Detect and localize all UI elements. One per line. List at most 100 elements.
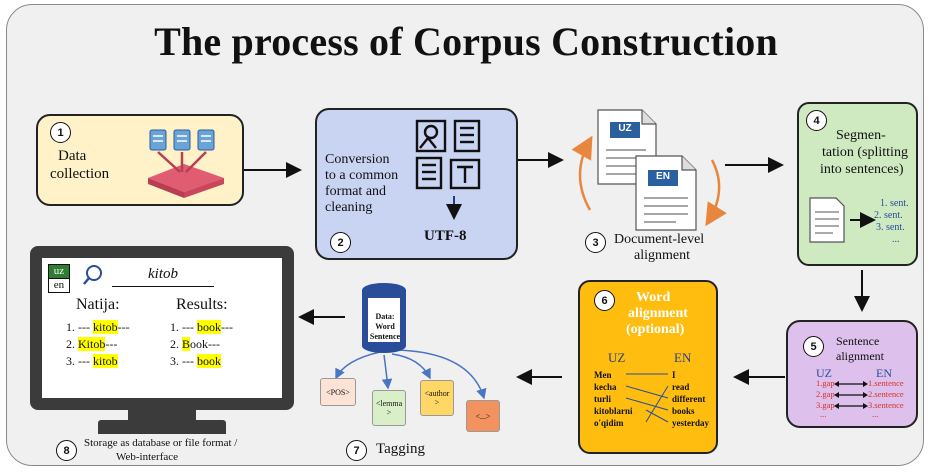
step6-uz: UZ [608,350,626,365]
step1-number: 1 [50,122,71,143]
tag-lemma-line2: > [386,408,392,417]
step8-label-line2: Web-interface [116,451,179,463]
step7-label: Tagging [376,441,425,457]
doc-uz-label: UZ [618,123,632,134]
en-word-5: yesterday [672,418,709,428]
results-col-left-header: Natija: [76,296,120,313]
row-prefix: 2. [66,337,78,351]
step6-en: EN [674,350,692,365]
row-suffix: --- [105,337,118,351]
row-prefix: 3. --- [170,354,197,368]
step6-label-line1: Word [636,290,671,305]
documents-icon [597,109,697,231]
uz-word-5: o'qidim [594,418,624,428]
tag-author-line2: > [434,398,440,407]
step2-label-line3: format and [325,184,387,199]
step4-number: 4 [806,110,827,131]
tag-lemma: <lemma > [372,390,406,426]
word-links [625,373,669,423]
database-icon [362,283,406,353]
row-prefix: 1. --- [66,320,93,334]
step2-label-line4: cleaning [325,200,373,215]
step1-label-line2: collection [50,166,110,182]
monitor-stand [128,410,196,422]
search-icon[interactable] [82,264,104,286]
tag-arrow-dots [395,349,487,400]
step3-label-line1: Document-level [614,232,705,247]
row-match: book [197,320,221,334]
sentence-gap-3: 3.gap [816,400,835,410]
step8-number: 8 [56,440,77,461]
step2-number: 2 [330,232,351,253]
result-right-row-2[interactable]: 2. Book--- [170,337,220,352]
tag-lemma-line1: <lemma [375,399,403,408]
step4-label-line3: into sentences) [820,162,904,177]
seg-sent-3: 3. sent. [876,222,905,233]
row-match: kitob [93,354,118,368]
sentence-en-3: 3.sentence [868,400,904,410]
step3-number: 3 [585,232,606,253]
row-prefix: 3. --- [66,354,93,368]
row-match: B [182,337,191,351]
sentence-en-more: ... [872,409,879,419]
db-line-1: Data: [375,312,395,321]
step5-uz: UZ [816,366,832,380]
seg-sent-1: 1. sent. [880,198,909,209]
step5-en: EN [876,366,892,380]
row-match: kitob [93,320,118,334]
step5-label-line1: Sentence [836,334,880,348]
results-col-right-header: Results: [176,296,228,313]
step6-label-line3: (optional) [626,322,685,337]
diagram-title: The process of Corpus Construction [154,19,778,64]
tag-author: <author > [420,380,454,416]
seg-sent-more: ... [892,234,900,245]
sentence-links [834,381,868,409]
sentence-gap-more: ... [820,409,827,419]
lang-uz-badge[interactable]: uz [48,264,70,279]
search-input[interactable]: kitob [112,266,214,287]
step7-number: 7 [346,440,367,461]
utf8-label: UTF-8 [424,228,467,244]
file-format-icons [415,119,481,220]
row-suffix: ook--- [190,337,221,351]
row-suffix: --- [221,320,233,334]
step4-label-line1: Segmen- [836,128,886,143]
result-left-row-2[interactable]: 2. Kitob--- [66,337,117,352]
sentence-en-1: 1.sentence [868,378,904,388]
tag-pos: <POS> [320,378,356,406]
result-left-row-1[interactable]: 1. --- kitob--- [66,320,130,335]
row-prefix: 1. --- [170,320,197,334]
tag-arrow-lemma [381,354,393,390]
en-word-3: different [672,394,706,404]
uz-word-3: turli [594,394,611,404]
monitor-base [98,420,226,434]
result-left-row-3[interactable]: 3. --- kitob [66,354,118,369]
en-word-1: I [672,370,676,380]
tag-arrow-author [391,353,431,380]
lang-en-badge[interactable]: en [48,278,70,293]
orange-arrow-left [571,135,593,211]
en-word-2: read [672,382,690,392]
step6-box [578,280,718,454]
step6-number: 6 [594,290,615,311]
step5-label-line2: alignment [836,349,884,363]
uz-word-1: Men [594,370,612,380]
row-match: Kitob [78,337,106,351]
uz-word-2: kecha [594,382,617,392]
step5-number: 5 [803,336,824,357]
db-line-3: Sentence [369,332,401,341]
step2-label-line2: to a common [325,168,399,183]
step4-label-line2: tation (splitting [822,145,908,160]
orange-arrow-right [705,159,727,227]
sentence-en-2: 2.sentence [868,389,904,399]
monitor-display [42,258,282,398]
result-right-row-3[interactable]: 3. --- book [170,354,221,369]
doc-en-label: EN [656,171,670,182]
en-word-4: books [672,406,695,416]
step2-label-line1: Conversion [325,152,390,167]
sentence-gap-1: 1.gap [816,378,835,388]
sentence-gap-2: 2.gap [816,389,835,399]
step6-label-line2: alignment [628,306,688,321]
result-right-row-1[interactable]: 1. --- book--- [170,320,233,335]
